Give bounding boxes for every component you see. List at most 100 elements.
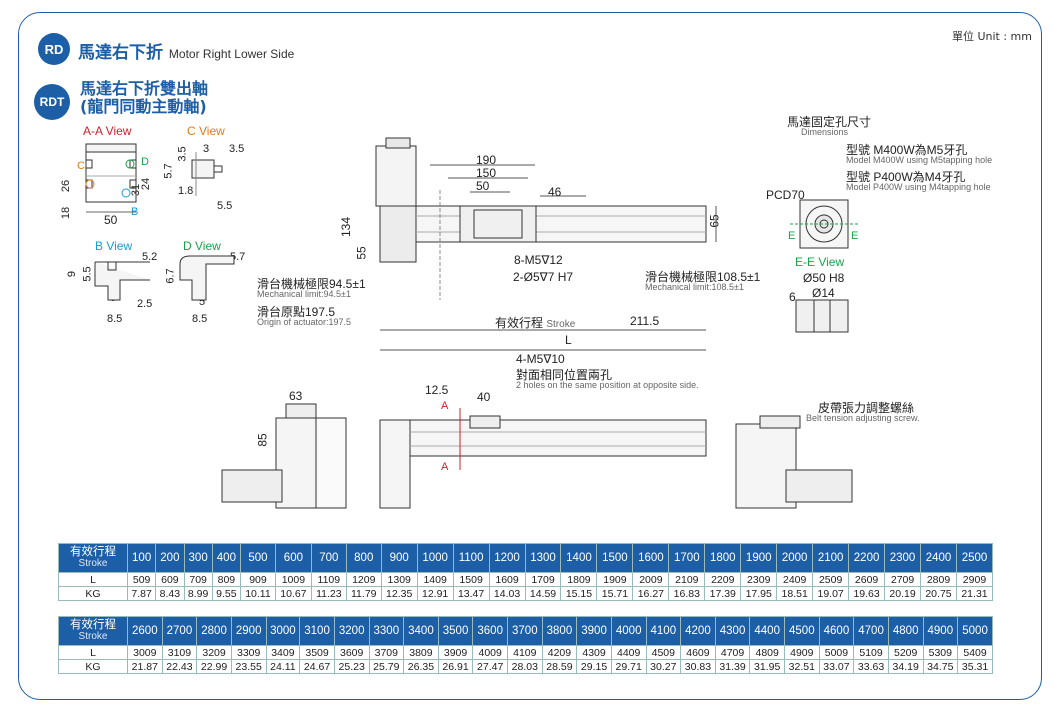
bottom-side-view bbox=[221, 403, 347, 509]
rdt-title: 馬達右下折雙出軸 (龍門同動主動軸) bbox=[80, 80, 208, 116]
kg-cell: 24.11 bbox=[265, 659, 301, 674]
kg-row-label: KG bbox=[58, 659, 128, 674]
kg-cell: 16.27 bbox=[632, 586, 670, 601]
aa-letter-c: C bbox=[77, 160, 85, 172]
callout-m5: 8-M5∇12 bbox=[514, 253, 563, 267]
l-cell: 5409 bbox=[957, 645, 993, 660]
d-dim-85: 8.5 bbox=[192, 313, 208, 325]
aa-view-title: A-A View bbox=[83, 124, 132, 138]
c-dim-35b: 3.5 bbox=[229, 143, 245, 155]
stroke-cell: 1900 bbox=[740, 543, 778, 573]
kg-cell: 21.31 bbox=[955, 586, 994, 601]
rdt-title-line1: 馬達右下折雙出軸 bbox=[80, 79, 209, 98]
m400-zh: 型號 M400W為M5牙孔 bbox=[846, 143, 968, 157]
stroke-cell: 600 bbox=[274, 543, 312, 573]
l-cell: 4909 bbox=[784, 645, 820, 660]
c-dim-3: 3 bbox=[203, 143, 210, 155]
mech-left-en: Mechanical limit:94.5±1 bbox=[257, 289, 351, 299]
belt-zh: 皮帶張力調整螺絲 bbox=[818, 401, 915, 415]
kg-cell: 22.43 bbox=[161, 659, 198, 674]
l-cell: 2809 bbox=[920, 572, 957, 587]
unit-label: 單位 Unit : mm bbox=[951, 30, 1032, 43]
kg-cell: 8.99 bbox=[183, 586, 213, 601]
l-cell: 2609 bbox=[848, 572, 886, 587]
kg-cell: 15.71 bbox=[596, 586, 634, 601]
d-dim-5: 5 bbox=[199, 296, 206, 308]
kg-row-label: KG bbox=[58, 586, 128, 601]
rd-title-zh: 馬達右下折 bbox=[78, 43, 163, 63]
stroke-head-zh: 有效行程 bbox=[70, 619, 116, 631]
l-cell: 4609 bbox=[680, 645, 716, 660]
l-cell: 5209 bbox=[887, 645, 924, 660]
stroke-cell: 4400 bbox=[749, 616, 785, 646]
stroke-cell: 2300 bbox=[884, 543, 922, 573]
l-cell: 1909 bbox=[596, 572, 634, 587]
holes-callout: 4-M5∇10 bbox=[516, 352, 565, 366]
dim-150: 150 bbox=[476, 166, 497, 180]
motor-holes-title-en: Dimensions bbox=[801, 127, 849, 137]
l-cell: 4309 bbox=[576, 645, 612, 660]
kg-cell: 35.31 bbox=[957, 659, 993, 674]
kg-cell: 25.23 bbox=[333, 659, 370, 674]
l-cell: 4509 bbox=[645, 645, 682, 660]
l-cell: 609 bbox=[155, 572, 185, 587]
stroke-cell: 4600 bbox=[818, 616, 855, 646]
kg-cell: 7.87 bbox=[126, 586, 157, 601]
l-cell: 2209 bbox=[704, 572, 742, 587]
l-cell: 1409 bbox=[416, 572, 454, 587]
stroke-cell: 4700 bbox=[853, 616, 889, 646]
l-cell: 1809 bbox=[560, 572, 598, 587]
stroke-cell: 4500 bbox=[784, 616, 820, 646]
rd-title: 馬達右下折 Motor Right Lower Side bbox=[78, 38, 294, 63]
c-view-drawing bbox=[191, 152, 223, 196]
kg-cell: 9.55 bbox=[211, 586, 242, 601]
kg-cell: 34.75 bbox=[922, 659, 959, 674]
l-cell: 5109 bbox=[853, 645, 889, 660]
l-cell: 709 bbox=[183, 572, 213, 587]
stroke-cell: 3100 bbox=[299, 616, 335, 646]
motor-holes-title-zh: 馬達固定孔尺寸 bbox=[787, 115, 872, 129]
stroke-cell: 2600 bbox=[127, 616, 163, 646]
l-cell: 3709 bbox=[368, 645, 405, 660]
stroke-cell: 100 bbox=[126, 543, 157, 573]
kg-cell: 20.75 bbox=[920, 586, 957, 601]
stroke-cell: 300 bbox=[183, 543, 213, 573]
actuator-top-view bbox=[375, 137, 717, 351]
stroke-cell: 3600 bbox=[472, 616, 508, 646]
kg-cell: 25.79 bbox=[368, 659, 405, 674]
origin-zh: 滑台原點197.5 bbox=[257, 305, 336, 319]
stroke-cell: 5000 bbox=[957, 616, 993, 646]
stroke-cell: 900 bbox=[380, 543, 418, 573]
ee-view-title: E-E View bbox=[795, 255, 845, 269]
holes-zh: 對面相同位置兩孔 bbox=[516, 368, 613, 382]
kg-cell: 28.59 bbox=[541, 659, 578, 674]
kg-cell: 17.39 bbox=[704, 586, 742, 601]
stroke-head-en: Stroke bbox=[78, 631, 108, 642]
l-cell: 2309 bbox=[740, 572, 778, 587]
kg-cell: 26.91 bbox=[437, 659, 474, 674]
kg-cell: 17.95 bbox=[740, 586, 778, 601]
l-cell: 3309 bbox=[230, 645, 267, 660]
rdt-title-line2: (龍門同動主動軸) bbox=[80, 97, 207, 116]
m400-en: Model M400W using M5tapping hole bbox=[846, 155, 993, 165]
stroke-cell: 2100 bbox=[812, 543, 850, 573]
d-view-drawing bbox=[179, 255, 235, 301]
stroke-cell: 1500 bbox=[596, 543, 634, 573]
mech-left-zh: 滑台機械極限94.5±1 bbox=[257, 277, 366, 291]
l-cell: 1209 bbox=[345, 572, 382, 587]
l-row-label: L bbox=[58, 572, 128, 587]
kg-cell: 34.19 bbox=[887, 659, 924, 674]
l-cell: 5009 bbox=[818, 645, 855, 660]
kg-cell: 28.03 bbox=[507, 659, 543, 674]
section-mark-top: A bbox=[441, 400, 449, 412]
stroke-cell: 4800 bbox=[887, 616, 924, 646]
kg-cell: 19.07 bbox=[812, 586, 850, 601]
stroke-cell: 4000 bbox=[610, 616, 647, 646]
l-cell: 4109 bbox=[507, 645, 543, 660]
l-cell: 809 bbox=[211, 572, 242, 587]
aa-letter-d: D bbox=[141, 156, 149, 168]
